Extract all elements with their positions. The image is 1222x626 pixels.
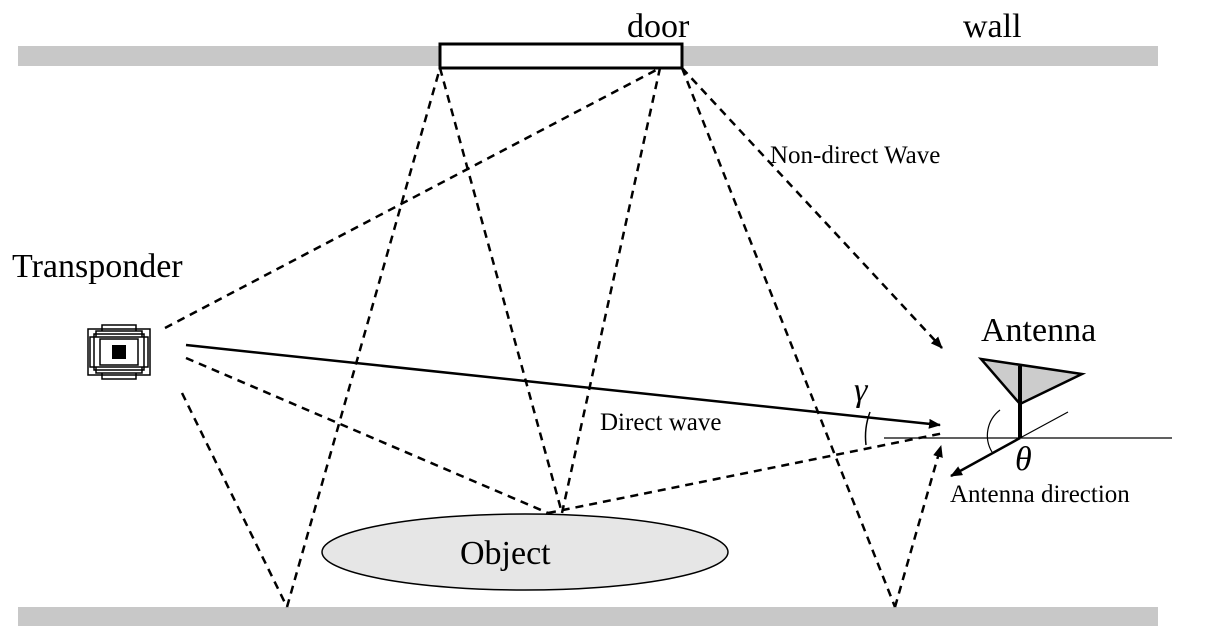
- path-transponder-to-object: [185, 356, 549, 515]
- path-floor-to-door-left: [285, 67, 442, 608]
- path-object-to-door-right: [560, 67, 662, 514]
- antenna-direction-label: Antenna direction: [950, 481, 1130, 508]
- door: [438, 42, 684, 70]
- door-label: door: [627, 8, 690, 45]
- path-floor-to-antenna: [893, 445, 943, 608]
- direct-wave-label: Direct wave: [600, 409, 722, 436]
- theta-symbol: θ: [1015, 441, 1032, 478]
- transponder-label: Transponder: [12, 248, 183, 285]
- wall-label: wall: [963, 8, 1022, 45]
- gamma-symbol: γ: [854, 372, 868, 409]
- antenna-label: Antenna: [981, 312, 1097, 349]
- path-transponder-down-left: [180, 392, 289, 608]
- object-ellipse: [321, 513, 729, 591]
- gamma-arc: [864, 411, 871, 446]
- path-object-to-antenna: [547, 431, 945, 515]
- antenna-icon: [977, 357, 1087, 438]
- theta-arc: [986, 409, 1001, 453]
- non-direct-wave-label: Non-direct Wave: [770, 142, 941, 169]
- bottom-wall: [18, 607, 1158, 626]
- transponder-icon: [87, 324, 151, 380]
- path-door-to-floor-right: [680, 67, 897, 608]
- direct-wave-line: [185, 343, 941, 429]
- path-transponder-to-door-right: [164, 66, 661, 330]
- path-non-direct-wave: [681, 67, 943, 349]
- antenna-direction-axis: [1019, 411, 1069, 439]
- antenna-direction-arrow: [950, 436, 1021, 478]
- object-label: Object: [460, 535, 551, 572]
- path-door-left-to-object: [438, 67, 564, 514]
